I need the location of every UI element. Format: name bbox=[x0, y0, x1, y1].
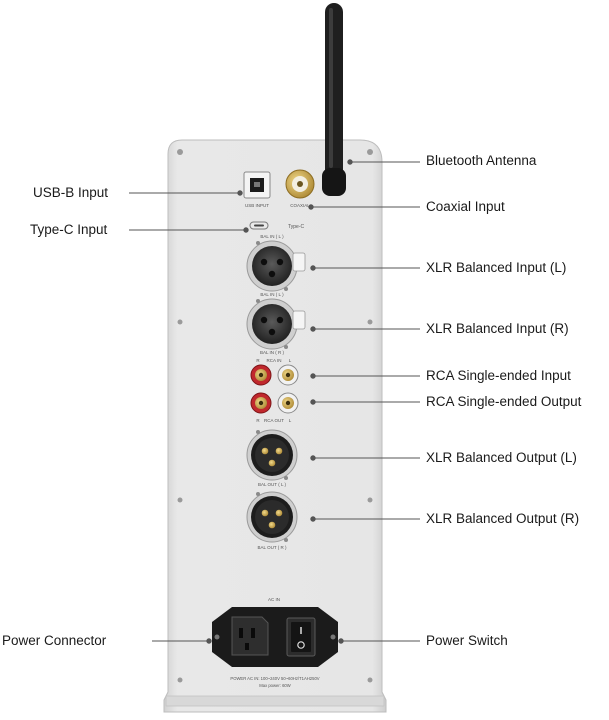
bal-in-r-print: BAL IN ( R ) bbox=[260, 350, 285, 355]
rca-single-ended-output-label: RCA Single-ended Output bbox=[426, 394, 582, 409]
rca-in-l-print: L bbox=[289, 358, 292, 363]
power-spec-print: Max power: 60W bbox=[259, 683, 290, 688]
rca-out-r-print: R bbox=[256, 418, 260, 423]
bal-out-r-print: BAL OUT ( R ) bbox=[257, 545, 287, 550]
panel-foot bbox=[165, 695, 385, 707]
rca-jack-icon bbox=[277, 364, 299, 386]
usb-b-port-icon bbox=[243, 171, 271, 199]
xlr-balanced-output-r-label: XLR Balanced Output (R) bbox=[426, 511, 580, 526]
rca-out-print: RCA OUT bbox=[264, 418, 284, 423]
xlr-female-jack-icon bbox=[246, 240, 306, 292]
type-c-print: Type-C bbox=[288, 224, 305, 230]
usb-input-print: USB INPUT bbox=[245, 203, 269, 208]
antenna-icon bbox=[322, 3, 346, 196]
bal-in-l-bottom-print: BAL IN ( L ) bbox=[260, 292, 284, 297]
leader-lines bbox=[129, 159, 420, 644]
rca-jack-icon bbox=[250, 392, 272, 414]
bluetooth-antenna-label: Bluetooth Antenna bbox=[426, 153, 537, 168]
rocker-switch-icon bbox=[286, 617, 316, 657]
rca-single-ended-input-label: RCA Single-ended Input bbox=[426, 368, 571, 383]
coaxial-jack-icon bbox=[285, 169, 315, 199]
coaxial-print: COAXIAL bbox=[290, 203, 310, 208]
xlr-balanced-output-l-label: XLR Balanced Output (L) bbox=[426, 450, 577, 465]
rca-in-print: RCA IN bbox=[266, 358, 281, 363]
bal-out-l-print: BAL OUT ( L ) bbox=[258, 482, 287, 487]
usb-b-input-label: USB-B Input bbox=[33, 185, 109, 200]
power-rating-print: POWER AC IN: 100~240V 50~60Hz/T1AH250V bbox=[230, 676, 319, 681]
power-module bbox=[212, 607, 338, 667]
xlr-balanced-input-l-label: XLR Balanced Input (L) bbox=[426, 260, 567, 275]
ac-in-print: AC IN bbox=[268, 597, 280, 602]
xlr-male-jack-icon bbox=[246, 491, 298, 543]
rca-jack-icon bbox=[250, 364, 272, 386]
rca-in-r-print: R bbox=[256, 358, 260, 363]
rca-out-l-print: L bbox=[289, 418, 292, 423]
bal-in-l-print: BAL IN ( L ) bbox=[260, 234, 284, 239]
type-c-input-label: Type-C Input bbox=[30, 222, 108, 237]
rear-panel bbox=[163, 139, 387, 713]
xlr-female-jack-icon bbox=[246, 298, 306, 350]
coaxial-input-label: Coaxial Input bbox=[426, 199, 505, 214]
iec-power-inlet-icon bbox=[231, 616, 269, 656]
xlr-balanced-input-r-label: XLR Balanced Input (R) bbox=[426, 321, 569, 336]
rca-jack-icon bbox=[277, 392, 299, 414]
type-c-port-icon bbox=[249, 221, 269, 230]
power-connector-label: Power Connector bbox=[2, 633, 107, 648]
xlr-male-jack-icon bbox=[246, 429, 298, 481]
panel-screws bbox=[177, 149, 373, 683]
power-switch-label: Power Switch bbox=[426, 633, 508, 648]
